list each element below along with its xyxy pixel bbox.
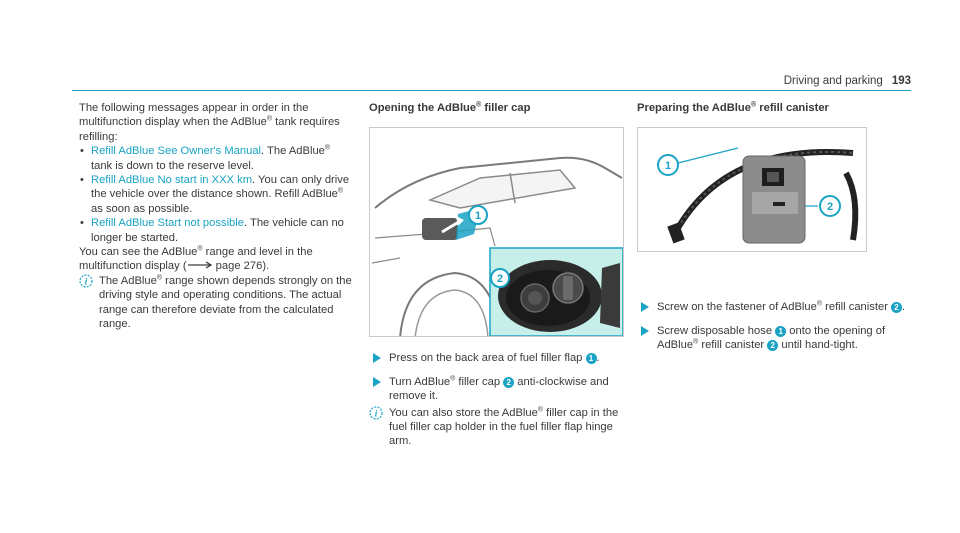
callout-number: 2 [503, 376, 515, 388]
page-number: 193 [891, 75, 911, 87]
section-title: Driving and parking [783, 75, 883, 87]
svg-text:i: i [375, 408, 378, 418]
bullet-icon: • [80, 145, 84, 158]
callout-2: 2 [497, 273, 503, 285]
display-message: Refill AdBlue See Owner's Manual [91, 145, 262, 158]
column-refill-canister: Preparing the AdBlue® refill canister 1 … [637, 101, 911, 353]
callout-1: 1 [665, 160, 671, 172]
refill-canister-illustration: 1 2 [637, 127, 867, 253]
callout-number: 1 [775, 325, 787, 337]
info-icon: i [79, 274, 93, 288]
list-item: • Refill AdBlue No start in XXX km. You … [80, 174, 350, 215]
car-rear-drawing: 1 2 [371, 157, 623, 337]
step-arrow-icon [373, 353, 381, 364]
section-heading: Preparing the AdBlue® refill canister [637, 101, 829, 114]
column-filler-cap: Opening the AdBlue® filler cap 1 [369, 101, 624, 449]
list-item: • Refill AdBlue Start not possible. The … [80, 217, 344, 244]
section-heading: Opening the AdBlue® filler cap [369, 101, 531, 114]
canister-hose-drawing: 1 2 [657, 147, 859, 244]
callout-2: 2 [827, 201, 833, 213]
intro-paragraph: The following messages appear in order i… [79, 102, 340, 143]
display-message: Refill AdBlue Start not possible [91, 217, 244, 230]
callout-number: 2 [891, 302, 903, 314]
page-reference-arrow-icon [187, 261, 212, 270]
instruction-step: Screw disposable hose 1 onto the opening… [637, 324, 911, 353]
info-note: i The AdBlue® range shown depends strong… [79, 274, 354, 332]
svg-text:i: i [85, 276, 88, 286]
running-header: Driving and parking 193 [784, 74, 911, 88]
instruction-step: Press on the back area of fuel filler fl… [369, 351, 624, 365]
step-arrow-icon [641, 302, 649, 313]
instruction-step: Screw on the fastener of AdBlue® refill … [637, 300, 911, 314]
callout-number: 1 [585, 353, 597, 365]
instruction-step: Turn AdBlue® filler cap 2 anti-clockwise… [369, 375, 624, 404]
page-reference-link[interactable]: page 276). [212, 260, 270, 273]
info-icon: i [369, 406, 383, 420]
list-item: • Refill AdBlue See Owner's Manual. The … [80, 144, 331, 172]
callout-1: 1 [475, 210, 481, 222]
display-message: Refill AdBlue No start in XXX km [91, 174, 253, 187]
step-arrow-icon [373, 376, 381, 387]
step-arrow-icon [641, 325, 649, 336]
header-rule [72, 90, 911, 91]
bullet-icon: • [80, 217, 84, 230]
range-paragraph: You can see the AdBlue® range and level … [79, 245, 313, 273]
info-note: i You can also store the AdBlue® filler … [369, 406, 624, 449]
callout-number: 2 [767, 340, 779, 352]
bullet-icon: • [80, 174, 84, 187]
column-messages: The following messages appear in order i… [79, 101, 354, 332]
filler-cap-illustration: 1 2 [369, 127, 624, 338]
